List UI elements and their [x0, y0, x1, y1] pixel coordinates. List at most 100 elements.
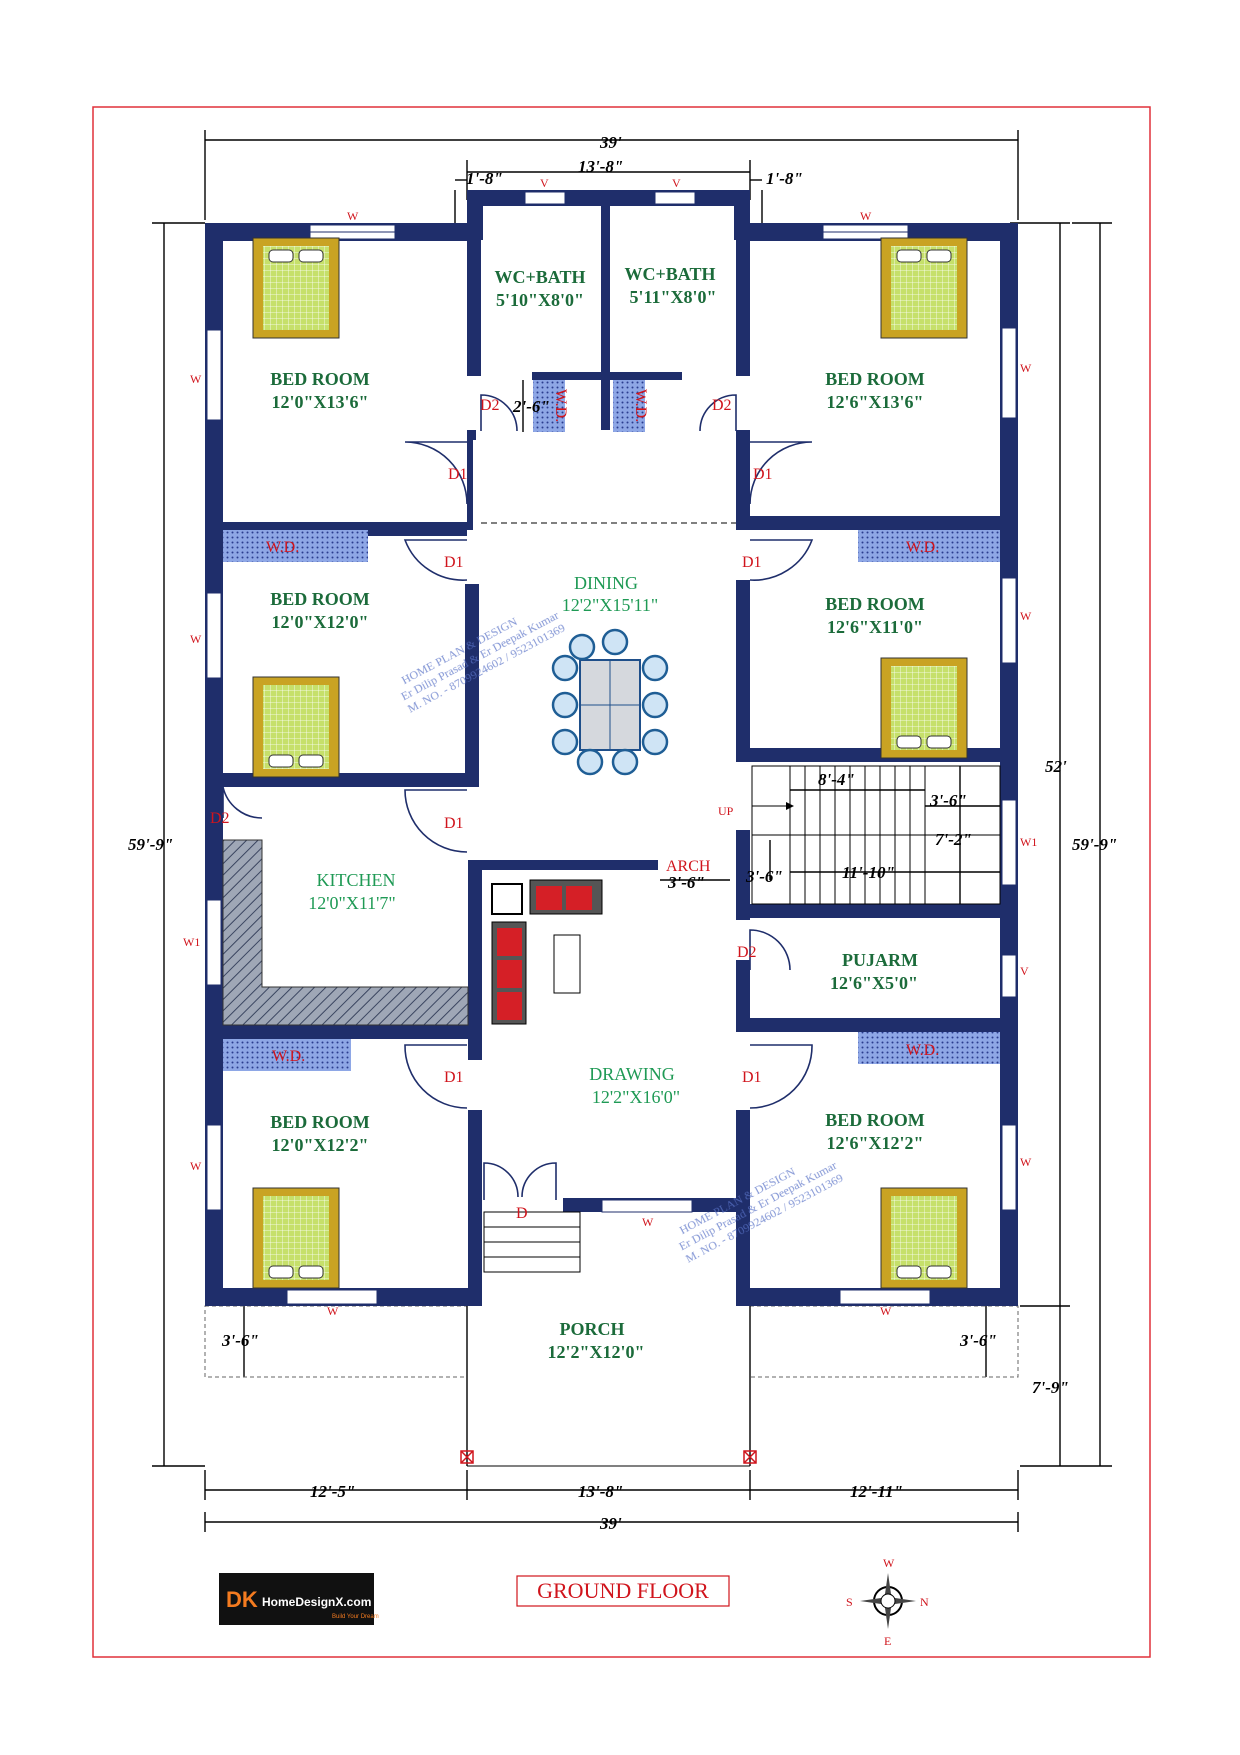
dim-stair-landing: 3'-6" [929, 791, 967, 810]
label-wardrobe: W.D. [906, 539, 939, 556]
brand-logo: DK HomeDesignX.com Build Your Dream [219, 1573, 379, 1625]
label-wardrobe: W.D. [266, 539, 299, 556]
label-vent: V [672, 176, 681, 190]
dim-stair-width: 3'-6" [745, 867, 783, 886]
label-window: W [190, 632, 202, 646]
label-door-d1: D1 [742, 554, 762, 571]
sofa-set [491, 879, 603, 1025]
label-window: W [1020, 361, 1032, 375]
room-porch-name: PORCH [560, 1319, 625, 1339]
bed-icon [252, 1187, 340, 1289]
label-window: W [642, 1215, 654, 1229]
door-swings [222, 394, 814, 1200]
label-window: W [347, 209, 359, 223]
watermark-line-2: Er Dilip Prasad & Er Deepak Kumar [398, 608, 561, 703]
dim-bottom-left: 12'-5" [310, 1482, 355, 1501]
room-labels: BED ROOM 12'0"X13'6" WC+BATH 5'10"X8'0" … [270, 264, 925, 1362]
logo-text: HomeDesignX.com [262, 1595, 371, 1609]
compass-icon: W E S N [846, 1556, 929, 1648]
logo-initials: DK [226, 1587, 258, 1612]
label-door-d1: D1 [753, 466, 773, 483]
room-drawing-name: DRAWING [589, 1064, 675, 1084]
wardrobes [223, 380, 1000, 1071]
drawing-title: GROUND FLOOR [537, 1578, 709, 1603]
inner-dimensions: 8'-4" 3'-6" 7'-2" 3'-6" 11'-10" 3'-6" 2'… [512, 380, 1000, 904]
drawing-title-box: GROUND FLOOR [516, 1575, 730, 1607]
label-window: W [1020, 1155, 1032, 1169]
dim-setback-left: 3'-6" [221, 1331, 259, 1350]
label-window-w1: W1 [1020, 835, 1037, 849]
label-vent: V [1020, 964, 1029, 978]
bed-icon [252, 237, 340, 339]
label-wardrobe-vertical: W.D. [552, 389, 569, 422]
label-door-d2: D2 [210, 810, 230, 827]
room-bed-bl-name: BED ROOM [270, 1112, 370, 1132]
kitchen-counter [222, 839, 469, 1026]
label-arch: ARCH [666, 858, 711, 875]
room-kitchen-name: KITCHEN [317, 870, 396, 890]
windows [206, 191, 1017, 1305]
label-up: UP [718, 804, 734, 818]
dim-overall-width-bottom: 39' [599, 1514, 622, 1533]
label-wardrobe: W.D. [272, 1048, 305, 1065]
compass-e: E [884, 1634, 891, 1648]
label-window: W [327, 1304, 339, 1318]
room-bed-ml-size: 12'0"X12'0" [272, 612, 369, 632]
dim-bottom-right: 12'-11" [850, 1482, 903, 1501]
dim-bottom-mid: 13'-8" [578, 1482, 623, 1501]
label-door-d1: D1 [444, 1069, 464, 1086]
compass-w: W [883, 1556, 895, 1570]
room-porch-size: 12'2"X12'0" [548, 1342, 645, 1362]
dim-stair-rise: 7'-2" [935, 830, 972, 849]
room-bed-mr-size: 12'6"X11'0" [827, 617, 923, 637]
dim-wd-gap: 2'-6" [512, 397, 550, 416]
dim-depth-right: 59'-9" [1072, 835, 1117, 854]
compass-s: S [846, 1595, 853, 1609]
sheet-border [92, 106, 1151, 1658]
dim-offset-left: 1'-8" [466, 169, 503, 188]
room-bath-r-size: 5'11"X8'0" [630, 287, 717, 307]
room-dining-name: DINING [574, 573, 638, 593]
dim-porch-depth: 7'-9" [1032, 1378, 1069, 1397]
dim-arch-width: 3'-6" [667, 873, 705, 892]
bed-icon [880, 1187, 968, 1289]
room-bed-mr-name: BED ROOM [825, 594, 925, 614]
label-vent: V [540, 176, 549, 190]
label-door-d2: D2 [712, 397, 732, 414]
label-window: W [1020, 609, 1032, 623]
label-door-d1: D1 [444, 815, 464, 832]
opening-labels: W W V V W W W W W1 W1 V W W W W W D2 D2 … [183, 176, 1037, 1318]
label-window: W [860, 209, 872, 223]
label-wardrobe-vertical: W.D. [632, 389, 649, 422]
beds [252, 237, 968, 1289]
label-door-d1: D1 [448, 466, 468, 483]
porch-column [460, 1450, 474, 1464]
bed-icon [252, 676, 340, 778]
room-pujarm-name: PUJARM [842, 950, 918, 970]
room-dining-size: 12'2"X15'11" [562, 595, 659, 615]
dim-stair-run: 8'-4" [818, 770, 855, 789]
logo-tagline: Build Your Dream [332, 1614, 379, 1620]
label-door-d1: D1 [742, 1069, 762, 1086]
room-bed-tl-name: BED ROOM [270, 369, 370, 389]
room-bed-ml-name: BED ROOM [270, 589, 370, 609]
bed-icon [880, 237, 968, 339]
room-pujarm-size: 12'6"X5'0" [830, 973, 918, 993]
dim-offset-right: 1'-8" [766, 169, 803, 188]
room-bath-r-name: WC+BATH [625, 264, 716, 284]
room-bath-l-size: 5'10"X8'0" [496, 290, 584, 310]
label-window: W [190, 372, 202, 386]
staircase [751, 765, 1001, 905]
room-bed-br-size: 12'6"X12'2" [827, 1133, 924, 1153]
label-wardrobe: W.D. [906, 1042, 939, 1059]
dim-building-depth: 52' [1045, 757, 1067, 776]
room-bed-tr-name: BED ROOM [825, 369, 925, 389]
room-bed-bl-size: 12'0"X12'2" [272, 1135, 369, 1155]
dim-overall-width: 39' [599, 133, 622, 152]
dim-setback-right: 3'-6" [959, 1331, 997, 1350]
room-bed-tl-size: 12'0"X13'6" [272, 392, 369, 412]
room-bed-br-name: BED ROOM [825, 1110, 925, 1130]
label-window-w1: W1 [183, 935, 200, 949]
label-door-d1: D1 [444, 554, 464, 571]
